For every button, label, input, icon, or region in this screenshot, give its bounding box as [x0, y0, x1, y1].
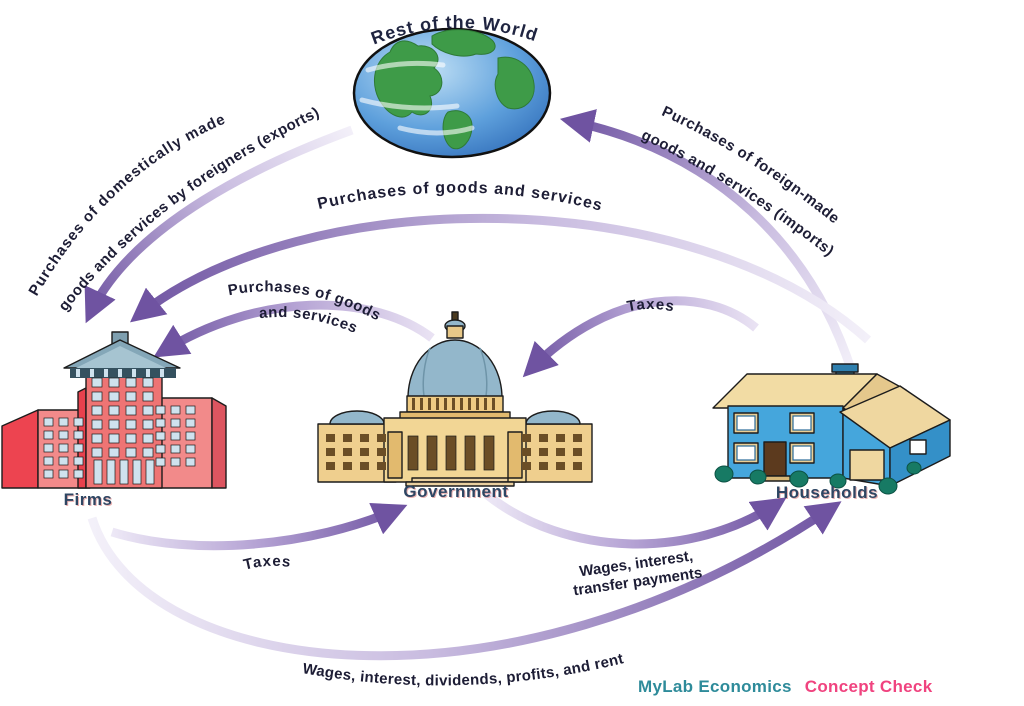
- rest-of-world-node: [352, 27, 552, 159]
- flow-exports-arrow: [84, 125, 354, 324]
- flow-government-purchases-arrow: [153, 300, 435, 358]
- firms-roof-columns: [76, 369, 164, 377]
- footer-brand-line: MyLab Economics Concept Check: [638, 677, 933, 696]
- globe-clouds: [359, 60, 475, 136]
- households-node: [712, 363, 951, 495]
- window-grid: [522, 434, 582, 470]
- bushes: [714, 461, 922, 495]
- window-grid: [43, 417, 84, 479]
- flow-firm-taxes-arrow: [110, 503, 408, 551]
- government-node: [317, 311, 593, 487]
- globe-continents: [373, 29, 535, 150]
- house-door: [763, 441, 787, 477]
- flow-firm-payments-arrow: [87, 501, 842, 661]
- firms-label: Firms: [64, 490, 113, 509]
- household-taxes-label: Taxes: [626, 296, 677, 316]
- window-grid: [155, 405, 196, 467]
- government-tall-windows: [407, 435, 495, 471]
- households-label: Households: [776, 483, 878, 502]
- flow-household-taxes-arrow: [522, 296, 759, 378]
- flow-imports-arrow: [559, 109, 857, 374]
- flow-arrows: [84, 109, 872, 661]
- mylab-economics-label: MyLab Economics: [638, 677, 792, 696]
- flow-household-purchases-arrow: [130, 213, 872, 344]
- firms-entry-windows: [93, 459, 155, 485]
- flow-government-payments-arrow: [483, 490, 787, 549]
- window-grid: [91, 377, 154, 458]
- firms-node: [1, 331, 227, 489]
- government-label: Government: [403, 482, 508, 501]
- house-windows: [733, 412, 815, 464]
- concept-check-label: Concept Check: [805, 677, 933, 696]
- household-purchases-label: Purchases of goods and services: [316, 179, 605, 214]
- dome-colonnade-slits: [412, 398, 495, 410]
- firm-taxes-label: Taxes: [242, 553, 292, 574]
- window-grid: [326, 434, 386, 470]
